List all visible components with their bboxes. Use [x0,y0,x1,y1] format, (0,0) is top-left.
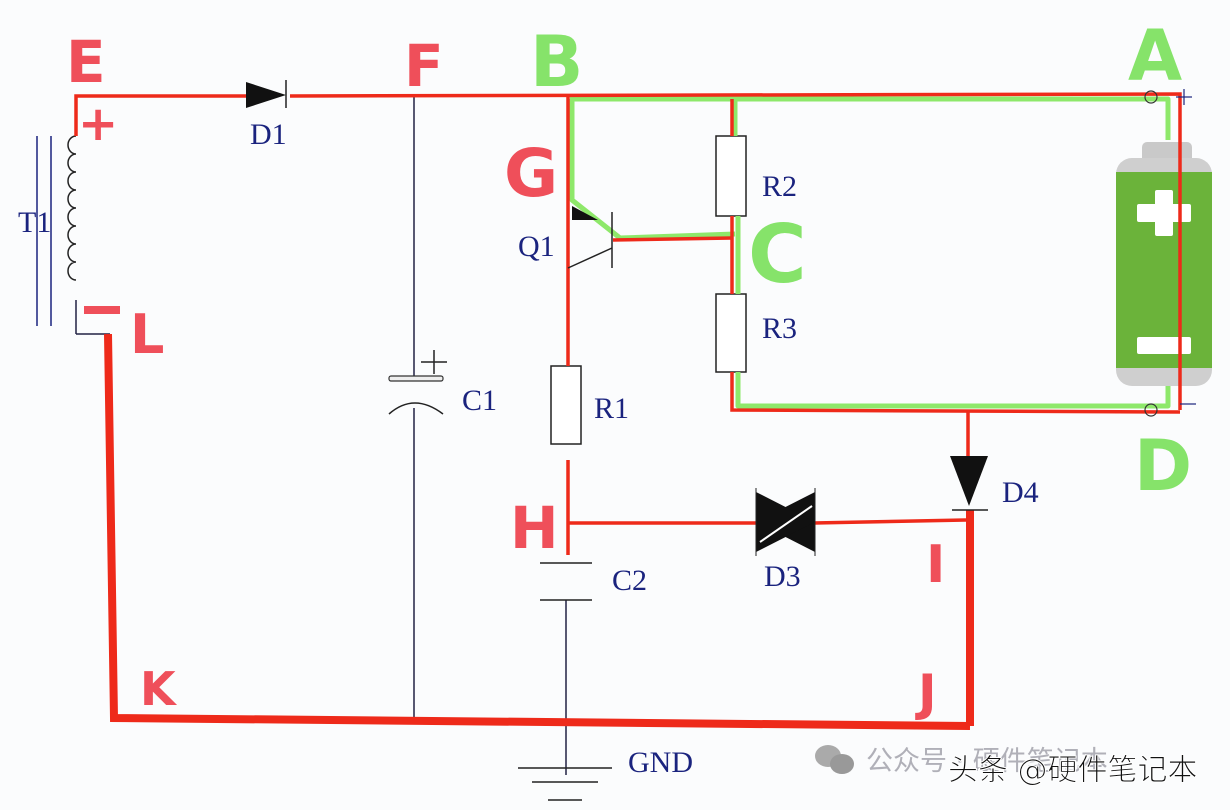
diode-d4 [950,456,988,511]
c1-plate [388,375,444,382]
watermark-wechat: 公众号 · 硬件笔记本 [866,746,1108,777]
red-path-thin [74,92,1182,555]
d1-triangle [246,82,286,108]
transistor-q1 [567,206,613,269]
node-label-c: C [748,208,807,301]
red-path-l-k-j [104,333,971,730]
terminal-minus-circle [1144,403,1158,417]
node-label-d: D [1134,425,1192,507]
red-path-e-d1 [74,94,248,136]
component-label-d3: D3 [764,560,801,593]
node-label-f: F [404,32,444,100]
resistor-r1 [550,365,582,445]
green-path-top [570,96,1171,140]
d3-slash [759,505,813,543]
terminal-plus-circle [1144,90,1158,104]
battery-plus-v [1155,190,1173,236]
thin-wires [75,96,567,775]
node-label-i: I [926,535,945,595]
red-path-d-wire [730,372,1181,414]
green-path-bottom [735,372,1171,409]
component-label-r1: R1 [594,392,629,425]
component-label-r3: R3 [762,312,797,345]
node-label-h: H [510,494,559,562]
resistor-r2 [715,135,747,217]
component-label-gnd: GND [628,746,693,779]
component-label-c2: C2 [612,564,647,597]
capacitor-c2 [540,562,592,601]
component-label-t1: T1 [18,206,51,239]
watermark-toutiao: 头条 @硬件笔记本 [948,753,1198,788]
node-label-a: A [1128,15,1182,97]
node-label-e: E [66,28,106,96]
red-path-f-a [289,92,1182,410]
diode-d3 [755,488,816,556]
component-label-d4: D4 [1002,476,1039,509]
wechat-icon [815,745,854,774]
node-label-j: J [915,664,937,722]
component-label-c1: C1 [462,384,497,417]
node-label-b: B [530,21,583,103]
node-label-k: K [140,662,178,716]
battery-terminals [1144,89,1196,417]
battery-icon [1116,142,1212,386]
d4-triangle [950,456,988,506]
green-path-q1 [569,99,736,241]
node-label-g: G [504,135,558,212]
resistors [550,135,747,445]
red-path-q1-base [612,236,733,242]
c1-curved-plate [388,402,444,415]
battery-minus [1137,337,1191,354]
t1-coil [67,135,77,281]
q1-emitter-arrow [572,206,598,220]
t1-plus-sign: + [78,96,118,152]
component-label-q1: Q1 [518,230,555,263]
t1-minus-sign [84,306,120,314]
component-label-d1: D1 [250,118,287,151]
green-path [569,96,1171,409]
capacitor-c1 [388,350,447,415]
diode-d1 [246,80,287,108]
red-path-d3-i [813,518,967,525]
node-label-l: L [130,303,164,366]
resistor-r3 [715,293,747,373]
q1-collector [567,247,613,269]
component-label-r2: R2 [762,170,797,203]
red-path-thick [104,333,974,730]
transformer-t1 [36,135,77,326]
gnd-symbol [518,767,612,801]
d3-triangle-2 [756,492,815,552]
